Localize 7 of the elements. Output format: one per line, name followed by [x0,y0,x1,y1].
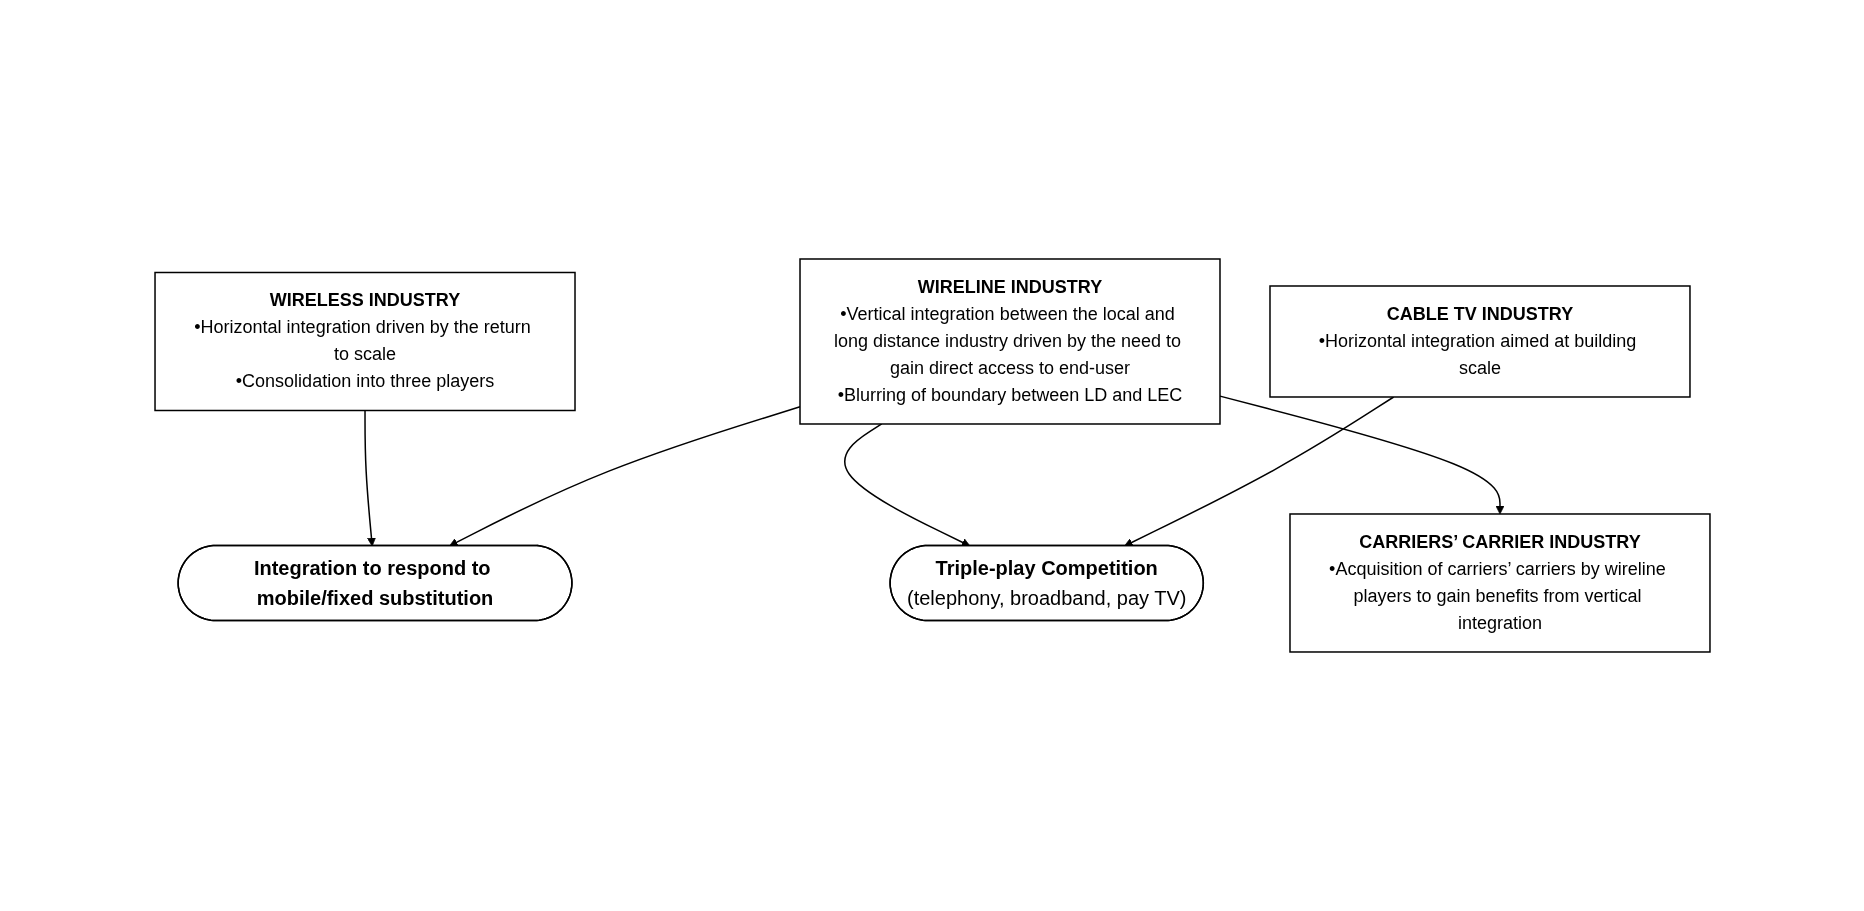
arrow [843,423,970,547]
node-box: WIRELESS INDUSTRY •Horizontal integration driven by the return to scale •Consolidation into three players [153,271,576,412]
node-box: CABLE TV INDUSTRY •Horizontal integration aimed at building scale [1268,285,1691,398]
arrow [1123,396,1394,547]
node-box: WIRELINE INDUSTRY •Vertical integration between the local and long distance industry driven by the need to gain direct access to end-user •Blurring of boundary between LD and LEC [798,258,1221,425]
node-box: CARRIERS’ CARRIER INDUSTRY •Acquisition of carriers’ carriers by wireline players to gain benefits from vertical integration [1288,513,1711,653]
arrow [363,409,376,547]
